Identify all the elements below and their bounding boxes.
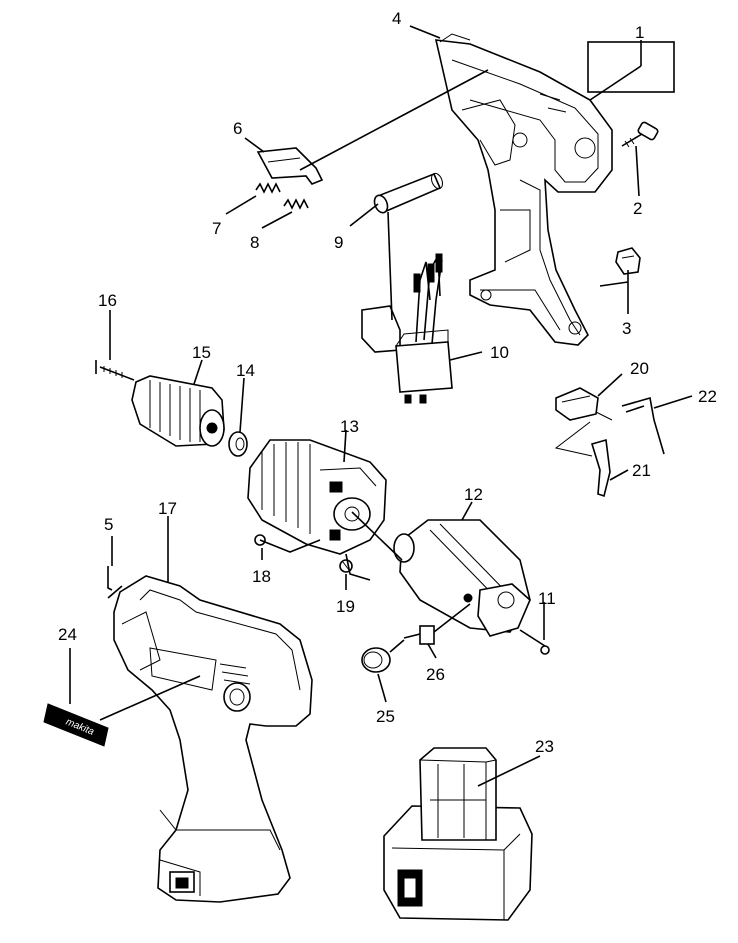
label-4: 4 [392, 9, 401, 28]
label-1: 1 [635, 23, 644, 42]
label-14: 14 [236, 361, 255, 380]
part-8-spring [283, 198, 309, 210]
part-23-battery [383, 747, 533, 921]
part-13-gear-assembly [247, 439, 387, 555]
label-5: 5 [104, 515, 113, 534]
part-24-nameplate: makita [43, 703, 109, 747]
label-17: 17 [158, 499, 177, 518]
part-number-labels: 1 2 3 4 5 6 7 8 9 10 11 12 13 14 15 16 1… [58, 9, 717, 756]
part-15-chuck [131, 375, 225, 447]
label-16: 16 [98, 291, 117, 310]
part-17-housing [107, 575, 313, 903]
leader-lines [69, 25, 693, 787]
label-25: 25 [376, 707, 395, 726]
label-3: 3 [622, 319, 631, 338]
label-13: 13 [340, 417, 359, 436]
part-6-lever [256, 147, 324, 185]
label-18: 18 [252, 567, 271, 586]
part-25-cap [361, 647, 391, 673]
part-7-spring [255, 182, 281, 194]
part-22-strip [621, 396, 665, 455]
label-12: 12 [464, 485, 483, 504]
part-21-terminal [590, 438, 611, 498]
label-24: 24 [58, 625, 77, 644]
part-26-brush [389, 603, 471, 653]
part-2-screw [621, 121, 659, 148]
part-4-housing-half [434, 33, 613, 346]
label-21: 21 [632, 461, 651, 480]
label-8: 8 [250, 233, 259, 252]
part-19-screw [339, 553, 371, 581]
part-9-cylinder [373, 172, 444, 214]
part-1-label-plate [587, 41, 675, 93]
part-16-screw [95, 360, 135, 381]
label-9: 9 [334, 233, 343, 252]
part-18-screw [254, 534, 321, 553]
label-7: 7 [212, 219, 221, 238]
part-12-motor [351, 511, 531, 637]
label-26: 26 [426, 665, 445, 684]
label-20: 20 [630, 359, 649, 378]
bracket-connector-lines [554, 411, 613, 457]
label-22: 22 [698, 387, 717, 406]
part-20-holder [555, 387, 599, 421]
part-14-ring [228, 431, 248, 457]
label-10: 10 [490, 343, 509, 362]
label-15: 15 [192, 343, 211, 362]
label-6: 6 [233, 119, 242, 138]
part-5-pin [107, 566, 113, 591]
label-23: 23 [535, 737, 554, 756]
part-10-switch [361, 253, 453, 404]
label-2: 2 [633, 199, 642, 218]
part-11-screw [519, 629, 550, 655]
part-3-clip [615, 247, 641, 275]
label-19: 19 [336, 597, 355, 616]
label-11: 11 [538, 589, 556, 608]
